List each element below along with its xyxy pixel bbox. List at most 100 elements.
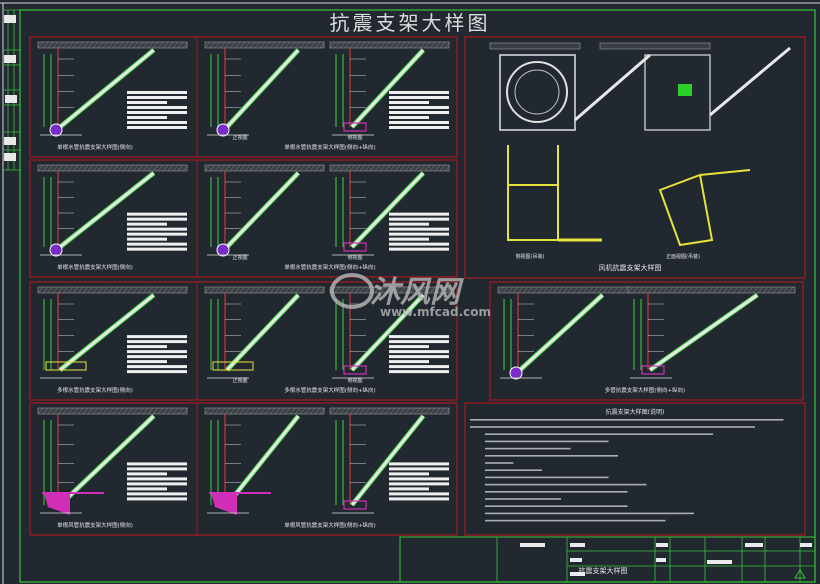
ceiling-hatch <box>42 286 49 294</box>
diagonal-brace <box>59 171 155 249</box>
ceiling-hatch <box>274 286 281 294</box>
ceiling-hatch <box>777 286 784 294</box>
ceiling-hatch <box>72 286 79 294</box>
ceiling-hatch <box>662 286 669 294</box>
ceiling-hatch <box>587 286 594 294</box>
ceiling-hatch <box>404 407 411 415</box>
ceiling-hatch <box>264 407 271 415</box>
ceiling-hatch <box>72 41 79 49</box>
ceiling-hatch <box>319 164 326 172</box>
view-label-front: 正面视图(吊装) <box>666 253 700 260</box>
duct-section <box>44 493 70 515</box>
ceiling-hatch <box>239 286 246 294</box>
ceiling-hatch <box>77 41 84 49</box>
ceiling-hatch <box>172 164 179 172</box>
ceiling-hatch <box>244 164 251 172</box>
ceiling-hatch <box>284 407 291 415</box>
ceiling-slab <box>37 41 188 49</box>
ceiling-hatch <box>162 41 169 49</box>
ceiling-hatch <box>572 286 579 294</box>
ceiling-hatch <box>57 41 64 49</box>
panel-border <box>29 159 458 278</box>
ceiling-slab <box>329 286 450 294</box>
ceiling-hatch <box>42 41 49 49</box>
annotation-text-line <box>127 247 187 251</box>
ceiling-slab <box>204 286 325 294</box>
annotation-text-line <box>127 345 167 349</box>
ceiling-hatch <box>339 164 346 172</box>
ceiling-hatch <box>289 407 296 415</box>
ceiling-hatch <box>132 407 139 415</box>
ceiling-hatch <box>552 286 559 294</box>
ceiling-hatch <box>399 286 406 294</box>
ceiling-hatch <box>182 164 189 172</box>
notes-text-line <box>485 433 713 435</box>
ceiling-hatch <box>137 41 144 49</box>
ceiling-hatch <box>299 41 306 49</box>
ceiling-hatch <box>157 407 164 415</box>
ceiling-hatch <box>289 41 296 49</box>
annotation-text-line <box>389 111 449 114</box>
ceiling-hatch <box>304 286 311 294</box>
ceiling-hatch <box>47 286 54 294</box>
ceiling-hatch <box>234 407 241 415</box>
ceiling-hatch <box>274 41 281 49</box>
ceiling-hatch <box>414 286 421 294</box>
panel-caption: 单根水管抗震支架大样图(侧向+纵向) <box>284 143 375 151</box>
ceiling-hatch <box>62 164 69 172</box>
ceiling-hatch <box>182 407 189 415</box>
ceiling-hatch <box>429 164 436 172</box>
ceiling-hatch <box>364 164 371 172</box>
ceiling-hatch <box>727 286 734 294</box>
ceiling-hatch <box>122 41 129 49</box>
ceiling-hatch <box>429 286 436 294</box>
fan-motor <box>678 84 692 96</box>
notes-text-line <box>485 505 628 507</box>
ceiling-hatch <box>334 41 341 49</box>
ceiling-hatch <box>389 407 396 415</box>
binding-margin-table <box>3 9 20 171</box>
ceiling-hatch <box>359 164 366 172</box>
ceiling-slab <box>37 286 188 294</box>
ceiling-hatch <box>284 41 291 49</box>
ceiling-hatch <box>354 407 361 415</box>
annotation-text-line <box>127 472 167 476</box>
ceiling-slab <box>497 286 633 294</box>
ceiling-hatch <box>359 41 366 49</box>
ceiling-hatch <box>259 407 266 415</box>
ceiling-hatch <box>424 41 431 49</box>
ceiling-hatch <box>429 41 436 49</box>
ceiling-hatch <box>167 41 174 49</box>
ceiling-hatch <box>162 286 169 294</box>
ceiling-hatch <box>379 407 386 415</box>
ceiling-hatch <box>622 286 629 294</box>
support-arm <box>699 169 751 176</box>
ceiling-hatch <box>682 286 689 294</box>
ceiling-hatch <box>289 286 296 294</box>
ceiling-hatch <box>209 164 216 172</box>
ceiling-hatch <box>439 41 446 49</box>
ceiling-hatch <box>214 407 221 415</box>
ceiling-slab <box>329 164 450 172</box>
annotation-text-line <box>127 91 187 94</box>
ceiling-hatch <box>657 286 664 294</box>
ceiling-hatch <box>107 41 114 49</box>
ceiling-hatch <box>647 286 654 294</box>
ceiling-hatch <box>87 41 94 49</box>
ceiling-hatch <box>354 164 361 172</box>
ceiling-hatch <box>177 407 184 415</box>
diagonal-brace <box>574 53 651 122</box>
ceiling-hatch <box>62 407 69 415</box>
ceiling-hatch <box>204 286 211 294</box>
annotation-text-line <box>127 101 167 104</box>
ceiling-hatch <box>404 164 411 172</box>
ceiling-hatch <box>444 164 451 172</box>
ceiling-hatch <box>742 286 749 294</box>
annotation-text-line <box>389 121 449 124</box>
ceiling-hatch <box>752 286 759 294</box>
ceiling-hatch <box>239 164 246 172</box>
ceiling-hatch <box>309 407 316 415</box>
ceiling-hatch <box>204 407 211 415</box>
ceiling-hatch <box>92 164 99 172</box>
